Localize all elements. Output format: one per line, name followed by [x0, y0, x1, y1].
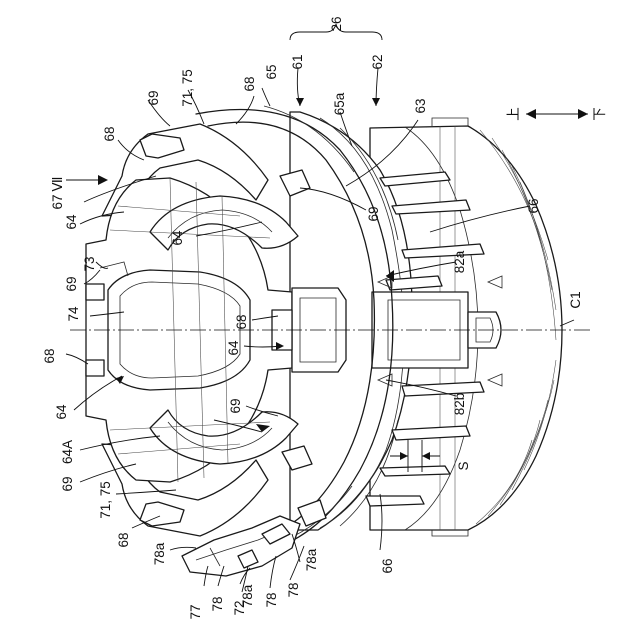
label-68-upper-left: 68 — [102, 126, 117, 141]
label-71-75-lower: 71, 75 — [98, 481, 113, 519]
label-C1: C1 — [568, 291, 583, 308]
label-78-2: 78 — [264, 592, 279, 607]
label-68-center: 68 — [234, 314, 249, 329]
label-69-lower-left: 69 — [60, 476, 75, 491]
label-64-left-lower: 64 — [54, 404, 69, 420]
label-74: 74 — [66, 306, 81, 322]
label-78a-1: 78a — [152, 542, 167, 565]
label-69-left: 69 — [64, 276, 79, 291]
label-73: 73 — [82, 256, 97, 271]
label-64A: 64A — [60, 440, 75, 464]
label-62: 62 — [370, 54, 385, 69]
direction-arrow — [526, 109, 588, 119]
label-71-75-top: 71, 75 — [180, 69, 195, 107]
label-65a: 65a — [332, 92, 347, 115]
label-26: 26 — [329, 16, 344, 31]
label-VII: Ⅶ — [50, 176, 65, 191]
label-68-left-lower: 68 — [42, 348, 57, 363]
label-64-upper-left: 64 — [64, 214, 79, 230]
label-69-lower-mid: 69 — [228, 398, 243, 413]
label-77: 77 — [188, 604, 203, 619]
label-67: 67 — [50, 194, 65, 209]
label-69-top: 69 — [146, 90, 161, 105]
label-68-lower: 68 — [116, 532, 131, 547]
label-78-3: 78 — [286, 582, 301, 597]
label-69-upper-mid: 69 — [366, 206, 381, 221]
label-lower: 下 — [592, 107, 607, 121]
label-68-top: 68 — [242, 76, 257, 91]
label-63: 63 — [413, 98, 428, 113]
label-78a-3: 78a — [304, 548, 319, 571]
label-72: 72 — [232, 600, 247, 615]
label-64-center: 64 — [226, 340, 241, 356]
label-65: 65 — [264, 64, 279, 79]
label-S: S — [456, 461, 471, 470]
label-upper: 上 — [506, 107, 521, 121]
label-66-lower: 66 — [380, 558, 395, 573]
label-61: 61 — [290, 54, 305, 69]
label-82b: 82b — [452, 393, 467, 416]
label-64-upper-mid: 64 — [170, 230, 185, 246]
label-66-upper: 66 — [526, 198, 541, 213]
label-78-1: 78 — [210, 596, 225, 611]
label-82a: 82a — [452, 250, 467, 273]
